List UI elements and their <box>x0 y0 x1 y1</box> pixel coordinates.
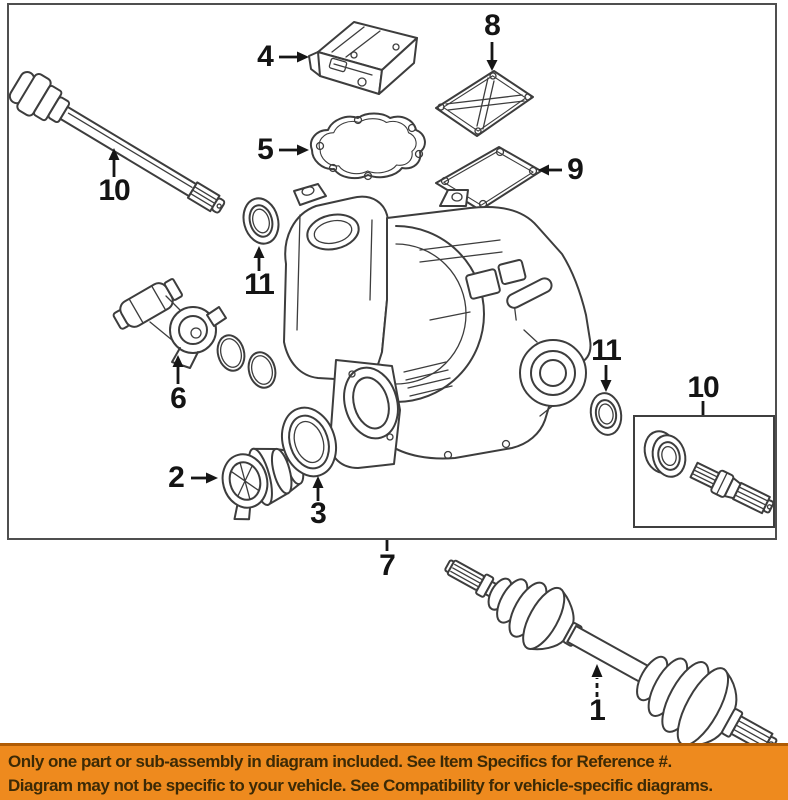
callout-1: 1 <box>589 694 606 727</box>
callout-9: 9 <box>567 153 584 186</box>
diagram-frame <box>7 3 777 540</box>
callout-7: 7 <box>379 549 396 582</box>
part-5-gasket-drawing <box>310 112 426 181</box>
part-8-cover-drawing <box>435 70 534 137</box>
part-10-shaft-drawing <box>8 71 226 214</box>
part-6-actuator-drawing <box>112 278 227 369</box>
banner-line-2: Diagram may not be specific to your vehi… <box>8 776 713 795</box>
callout-10-shaft: 10 <box>98 174 130 207</box>
part-3-seal-drawing <box>281 406 337 478</box>
callout-10-inset: 10 <box>687 371 719 404</box>
callout-arrows <box>108 42 705 697</box>
callout-4: 4 <box>257 40 274 73</box>
callout-3: 3 <box>310 497 327 530</box>
callout-5: 5 <box>257 133 274 166</box>
part-6-oring-2-drawing <box>247 351 277 389</box>
differential-housing-drawing <box>283 183 592 469</box>
bottom-banner: Only one part or sub-assembly in diagram… <box>0 743 788 800</box>
callout-8: 8 <box>484 9 501 42</box>
part-6-oring-1-drawing <box>216 334 246 372</box>
callout-11-right: 11 <box>591 334 622 367</box>
part-11-seal-upper-drawing <box>242 197 280 245</box>
callout-11-upper: 11 <box>244 268 275 301</box>
callout-2: 2 <box>168 461 185 494</box>
part-4-module-drawing <box>308 21 418 95</box>
inset-stub-shaft-drawing <box>689 461 775 515</box>
part-11-seal-right-drawing <box>589 392 623 436</box>
banner-line-1: Only one part or sub-assembly in diagram… <box>8 752 672 771</box>
inset-seal-drawing <box>643 430 687 478</box>
callout-6: 6 <box>170 382 187 415</box>
